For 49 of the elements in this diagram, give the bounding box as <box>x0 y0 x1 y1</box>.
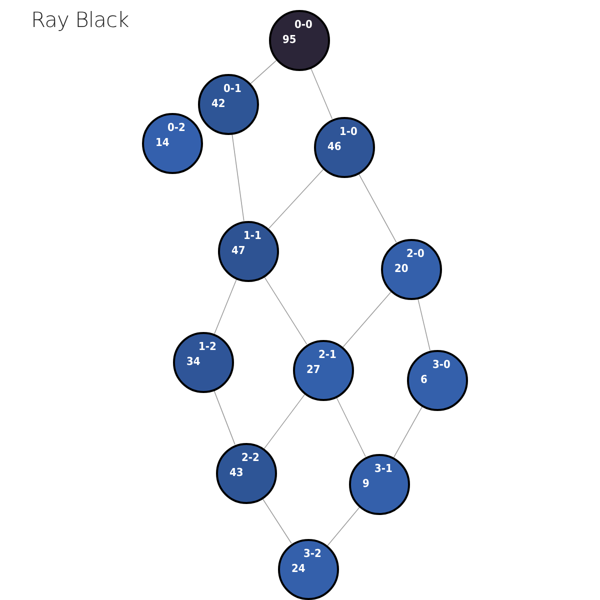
pitch-count: 27 <box>306 364 320 376</box>
count-label: 2-1 <box>318 348 336 360</box>
count-label: 0-0 <box>294 18 312 30</box>
pitch-count: 20 <box>394 262 408 274</box>
count-circle <box>348 454 410 514</box>
connector-line <box>327 507 360 546</box>
connector-line <box>336 396 366 458</box>
chart-title: Ray Black <box>31 8 129 32</box>
pitch-count: 42 <box>212 98 226 110</box>
pitch-count: 47 <box>232 244 246 256</box>
count-label: 1-0 <box>340 126 358 138</box>
pitch-count: 46 <box>328 140 342 152</box>
connector-line <box>418 298 430 351</box>
connector-line <box>264 276 308 345</box>
count-circle <box>218 220 278 282</box>
count-circle <box>198 74 258 134</box>
count-circle <box>380 238 442 300</box>
count-label: 0-1 <box>224 82 242 94</box>
count-circle <box>142 112 202 174</box>
connector-line <box>342 292 392 348</box>
count-circle <box>268 10 330 70</box>
count-circle <box>292 340 354 400</box>
count-label: 3-0 <box>432 358 450 370</box>
connector-line <box>310 68 333 120</box>
connector-line <box>268 169 324 229</box>
pitch-count: 24 <box>292 562 306 574</box>
connector-line <box>232 134 244 222</box>
pitch-count: 9 <box>362 478 370 490</box>
count-circle <box>216 442 276 504</box>
pitch-count: 43 <box>230 466 244 478</box>
connector-line <box>262 498 292 544</box>
connector-line <box>358 173 397 243</box>
connector-line <box>214 390 236 445</box>
count-label: 0-2 <box>168 122 186 134</box>
pitch-count: 14 <box>156 136 170 148</box>
pitch-count: 95 <box>282 34 296 46</box>
count-label: 1-2 <box>198 340 216 352</box>
count-label: 3-1 <box>374 462 392 474</box>
count-label: 2-2 <box>242 452 260 464</box>
connector-line <box>214 278 237 334</box>
connector-line <box>393 406 423 458</box>
connector-line <box>250 60 277 84</box>
count-circle <box>278 538 338 600</box>
count-label: 3-2 <box>304 548 322 560</box>
pitch-count: 6 <box>420 374 428 386</box>
count-label: 2-0 <box>406 248 424 260</box>
connector-line <box>264 394 306 449</box>
pitch-count: 34 <box>186 356 200 368</box>
count-label: 1-1 <box>244 230 262 242</box>
